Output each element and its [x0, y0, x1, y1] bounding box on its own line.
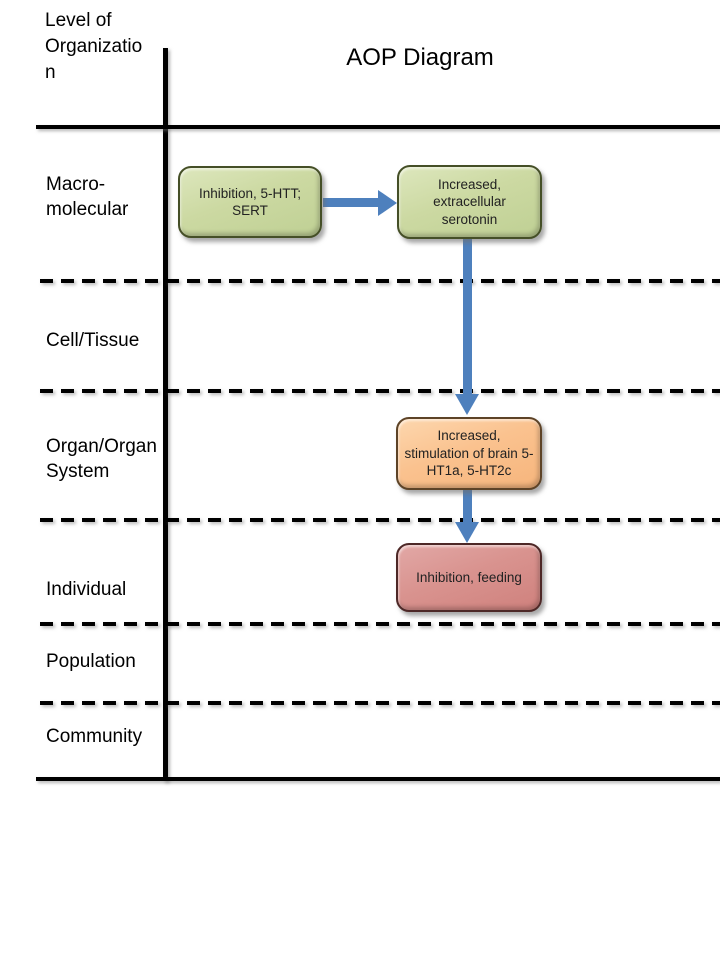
node-inhibition-feeding: Inhibition, feeding	[396, 543, 542, 612]
arrow-head-down-icon	[455, 394, 479, 415]
node-label: Increased, extracellular serotonin	[433, 176, 506, 227]
level-label-individual: Individual	[46, 579, 127, 600]
node-label: Inhibition, feeding	[416, 569, 522, 585]
row-divider-population-community	[40, 701, 720, 705]
node-label: Increased, stimulation of brain 5-HT1a, …	[404, 428, 534, 479]
level-of-organization-label: Level of Organization	[45, 10, 143, 83]
row-divider-cell-organ	[40, 389, 720, 393]
arrow-head-right-icon	[378, 190, 397, 216]
table-top-border	[36, 125, 720, 129]
arrow-shaft	[463, 239, 472, 396]
table-bottom-border	[36, 777, 720, 781]
node-inhibition-5htt-sert: Inhibition, 5-HTT; SERT	[178, 166, 322, 238]
arrow-ke1-to-ke2	[323, 190, 397, 216]
arrow-shaft	[463, 490, 472, 523]
row-divider-organ-individual	[40, 518, 720, 522]
arrow-shaft	[323, 198, 381, 207]
row-divider-macro-cell	[40, 279, 720, 283]
level-label-cell-tissue: Cell/Tissue	[46, 330, 140, 351]
level-label-macro-molecular: Macro-molecular	[46, 174, 129, 220]
arrow-ke2-to-ke3	[455, 239, 479, 416]
arrow-head-down-icon	[455, 522, 479, 543]
level-label-population: Population	[46, 651, 136, 672]
level-label-community: Community	[46, 726, 143, 747]
level-label-organ-system: Organ/Organ System	[46, 436, 157, 482]
node-increased-extracellular-serotonin: Increased, extracellular serotonin	[397, 165, 542, 239]
diagram-title: AOP Diagram	[346, 44, 494, 71]
row-divider-individual-population	[40, 622, 720, 626]
node-increased-stimulation-brain-5ht: Increased, stimulation of brain 5-HT1a, …	[396, 417, 542, 490]
arrow-ke3-to-ke4	[455, 490, 479, 543]
node-label: Inhibition, 5-HTT; SERT	[198, 185, 302, 219]
column-divider-line	[163, 48, 168, 781]
